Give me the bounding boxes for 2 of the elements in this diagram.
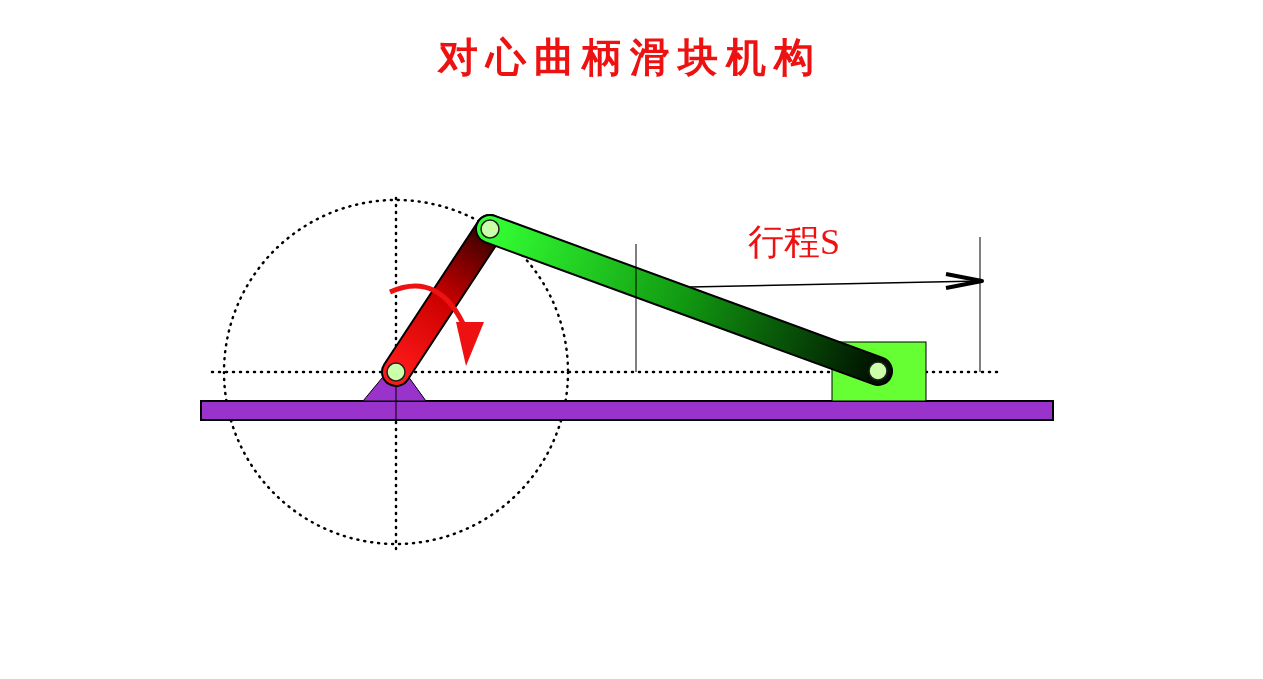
stroke-label: 行程S [748,221,841,264]
title: 对心曲柄滑块机构 [436,32,823,82]
